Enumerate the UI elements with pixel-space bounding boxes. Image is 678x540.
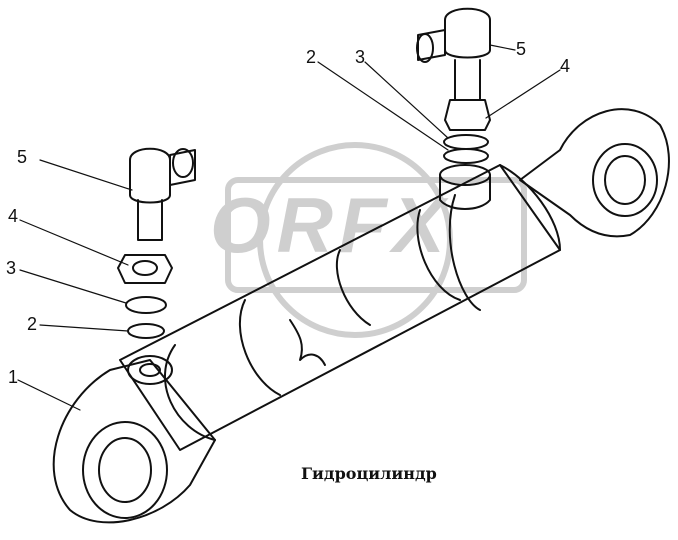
left-fitting-elbow <box>129 147 196 241</box>
callout-3-top: 3 <box>355 47 366 67</box>
top-port-boss <box>439 164 491 210</box>
callout-1: 1 <box>8 367 19 387</box>
callout-2-left: 2 <box>27 314 38 334</box>
callout-5-left: 5 <box>17 147 28 167</box>
watermark-gear <box>225 142 527 338</box>
diagram-caption: Гидроцилиндр <box>301 464 437 483</box>
top-washer-3 <box>443 134 489 150</box>
base-eye-left <box>52 355 216 524</box>
left-washer-3 <box>125 296 167 314</box>
top-nut <box>444 99 491 131</box>
callout-5-top: 5 <box>516 39 527 59</box>
top-washer-2 <box>443 148 489 164</box>
top-fitting-elbow <box>416 7 491 101</box>
rod-eye-right <box>519 108 670 238</box>
left-nut <box>117 254 173 284</box>
callout-2-top: 2 <box>306 47 317 67</box>
callout-4-top: 4 <box>560 56 571 76</box>
callout-3-left: 3 <box>6 258 17 278</box>
callout-4-left: 4 <box>8 206 19 226</box>
cylinder-barrel <box>119 164 561 451</box>
left-washer-2 <box>127 323 165 339</box>
leader-lines <box>17 44 561 411</box>
